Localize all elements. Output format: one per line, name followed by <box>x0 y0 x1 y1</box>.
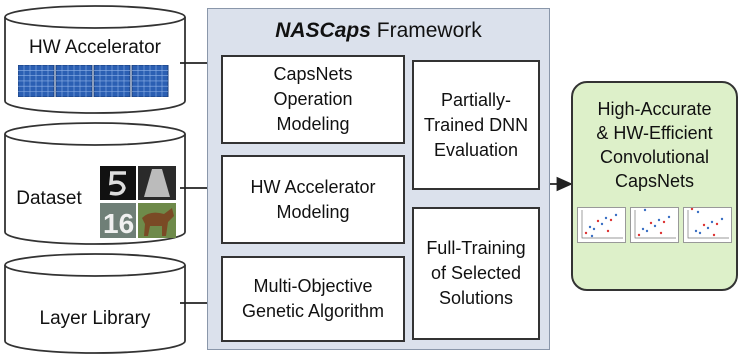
framework-title-name: NASCaps <box>275 19 371 42</box>
capsnets-modeling-label: CapsNets Operation Modeling <box>273 64 353 134</box>
plot-point <box>702 223 706 227</box>
plot-point <box>662 220 666 224</box>
layer-library-cylinder: Layer Library <box>4 253 186 355</box>
partial-evaluation-label: Partially-Trained DNN Evaluation <box>423 89 529 160</box>
genetic-algorithm-box: Multi-Objective Genetic Algorithm <box>221 256 405 342</box>
plot-point <box>600 222 604 226</box>
output-line-2: & HW-Efficient <box>596 123 713 143</box>
accelerator-chip-icon <box>18 65 169 97</box>
pareto-plot-thumbnail-3 <box>683 207 732 243</box>
partial-evaluation-box: Partially-Trained DNN Evaluation <box>412 60 540 190</box>
full-training-label: Full-Training of Selected Solutions <box>426 238 526 308</box>
plot-point <box>588 225 592 229</box>
cylinder-shape <box>4 253 186 354</box>
plot-point <box>696 210 700 214</box>
output-line-4: CapsNets <box>614 171 695 191</box>
plot-point <box>690 208 694 211</box>
output-line-1: High-Accurate <box>597 99 712 119</box>
output-text: High-Accurate & HW-Efficient Convolution… <box>573 97 736 193</box>
framework-title-suffix: Framework <box>370 19 482 42</box>
plot-point <box>596 219 600 223</box>
plot-point <box>720 217 724 221</box>
plot-point <box>604 216 608 220</box>
dataset-cylinder: Dataset 16 <box>4 122 186 247</box>
dataset-label: Dataset <box>16 188 82 209</box>
hw-accelerator-cylinder: HW Accelerator <box>4 5 186 115</box>
svg-text:16: 16 <box>103 208 134 238</box>
capsnets-modeling-box: CapsNets Operation Modeling <box>221 55 405 144</box>
plot-point <box>592 227 596 231</box>
pareto-plot-thumbnail-1 <box>577 207 626 243</box>
plot-point <box>637 233 641 237</box>
hw-modeling-label: HW Accelerator Modeling <box>250 176 376 222</box>
output-capsnets-box: High-Accurate & HW-Efficient Convolution… <box>571 81 738 291</box>
genetic-algorithm-label: Multi-Objective Genetic Algorithm <box>241 276 385 321</box>
pareto-plot-thumbnail-2 <box>630 207 679 243</box>
hw-modeling-box: HW Accelerator Modeling <box>221 155 405 244</box>
plot-point <box>698 231 702 235</box>
plot-point <box>694 229 698 233</box>
plot-point <box>710 220 714 224</box>
full-training-box: Full-Training of Selected Solutions <box>412 207 540 340</box>
layer-library-label: Layer Library <box>39 308 151 329</box>
plot-point <box>645 229 649 233</box>
plot-point <box>609 218 613 222</box>
dataset-images-icon: 16 <box>100 166 176 238</box>
plot-point <box>712 233 716 237</box>
plot-point <box>653 224 657 228</box>
plot-point <box>614 213 618 217</box>
plot-point <box>643 208 647 212</box>
plot-point <box>649 221 653 225</box>
plot-point <box>715 222 719 226</box>
mnist-digit-image <box>109 171 126 196</box>
framework-title: NASCaps Framework <box>208 19 549 43</box>
plot-point <box>584 231 588 235</box>
svhn-digit-image <box>100 203 136 238</box>
hw-accelerator-label: HW Accelerator <box>29 37 161 58</box>
output-line-3: Convolutional <box>599 147 710 167</box>
plot-point <box>590 234 594 238</box>
plot-point <box>657 218 661 222</box>
plot-point <box>706 226 710 230</box>
plot-point <box>641 227 645 231</box>
plot-point <box>659 231 663 235</box>
plot-point <box>667 215 671 219</box>
plot-point <box>606 229 610 233</box>
